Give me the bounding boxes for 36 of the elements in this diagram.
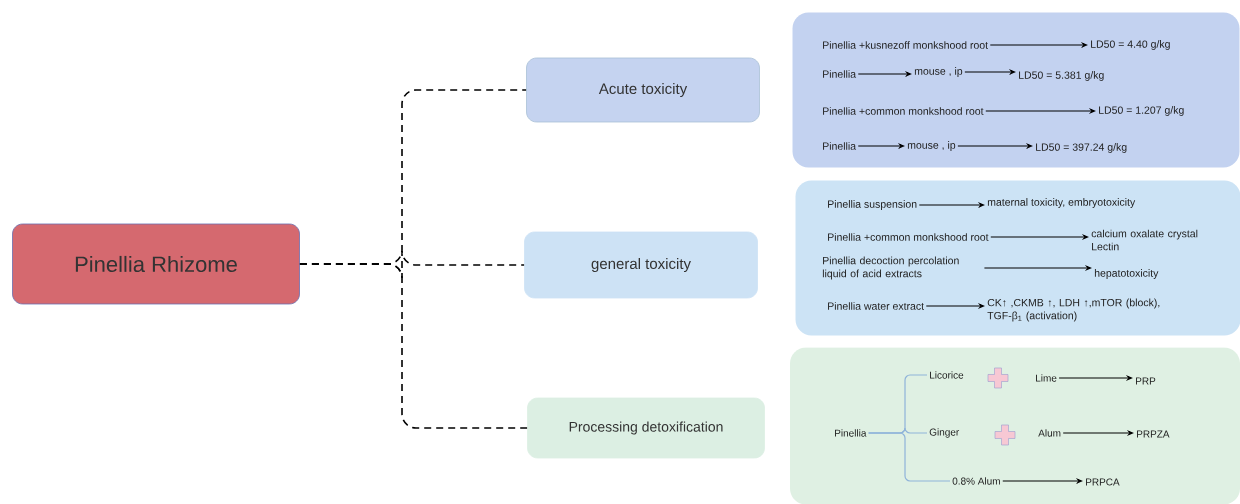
category-box: general toxicity <box>524 231 758 299</box>
label-text: PRP <box>1136 377 1156 385</box>
panel-background <box>792 12 1240 168</box>
label-text: LD50 = 5.381 g/kg <box>1019 71 1104 81</box>
label-text: PRPZA <box>1137 430 1170 438</box>
dashed-connector <box>299 263 528 429</box>
panel-background <box>795 180 1240 336</box>
label-text: LD50 = 4.40 g/kg <box>1091 40 1170 50</box>
category-box: Processing detoxification <box>527 397 765 459</box>
label-text: LD50 = 1.207 g/kg <box>1099 106 1184 116</box>
label-text: Pinellia water extract <box>828 302 924 310</box>
label-text: maternal toxicity, embryotoxicity <box>987 198 1136 208</box>
label-text: Pinellia suspension <box>828 200 917 210</box>
label-text: PRPCA <box>1086 478 1120 486</box>
label-text: Alum <box>1038 429 1061 437</box>
label-text: calcium oxalate crystal Lectin <box>1091 229 1198 251</box>
label-text: CK↑ ,CKMB ↑, LDH ↑,mTOR (block), TGF-β$_{1}$ (activation) <box>987 298 1160 322</box>
label-text: 0.8% Alum <box>952 477 1000 485</box>
label-text: Pinellia +common monkshood root <box>823 107 984 115</box>
label-text: Pinellia +kusnezoff monkshood root <box>823 41 988 49</box>
label-text: hepatotoxicity <box>1094 269 1159 279</box>
label-text: Ginger <box>929 428 960 438</box>
label-text: Pinellia decoction percolation liquid of acid extracts <box>822 256 959 280</box>
label-text: Pinellia <box>835 429 867 437</box>
bracket-line <box>868 432 951 482</box>
category-box: Acute toxicity <box>526 57 760 123</box>
label-text: Pinellia <box>823 142 857 150</box>
label-text: mouse , ip <box>914 67 963 77</box>
label-text: LD50 = 397.24 g/kg <box>1036 143 1127 153</box>
title-box: Pinellia Rhizome <box>12 223 300 305</box>
label-text: Lime <box>1036 374 1057 382</box>
label-text: mouse , ip <box>907 141 956 151</box>
label-text: Licorice <box>930 371 964 379</box>
panel-background <box>790 347 1240 504</box>
label-text: Pinellia +common monkshood root <box>828 233 989 241</box>
label-text: Pinellia <box>823 70 857 78</box>
